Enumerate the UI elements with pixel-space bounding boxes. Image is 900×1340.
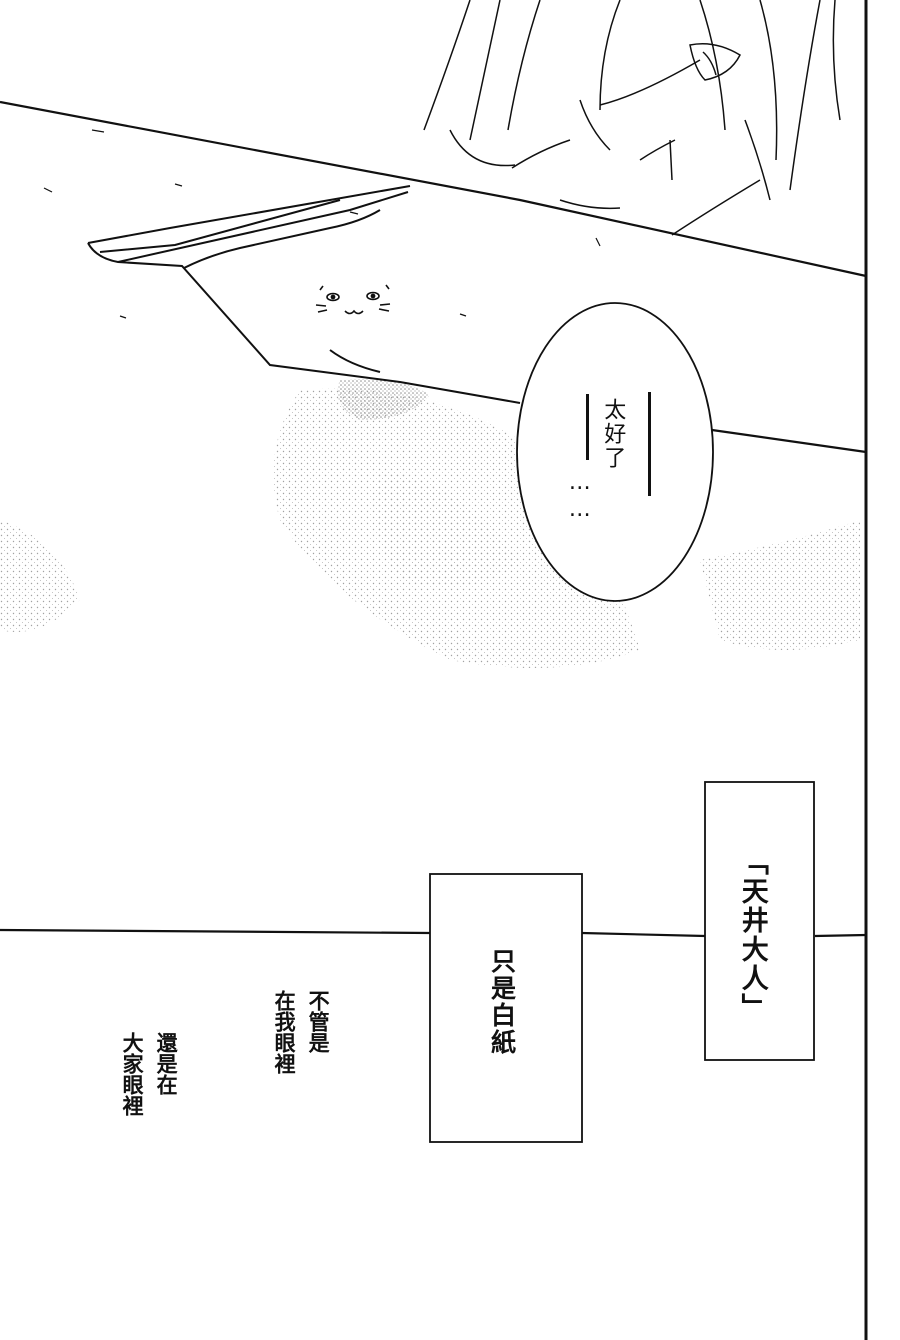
- caption-boxes: [429, 781, 815, 1143]
- texture-marks: [43, 129, 601, 319]
- bubble-ellipsis: ……: [567, 470, 593, 524]
- narration-line-3: 還是在: [154, 1032, 179, 1095]
- caption-right-text: 「天井大人」: [736, 848, 768, 1022]
- paper-sheet: [87, 185, 521, 404]
- floor-shading: [0, 379, 860, 668]
- bubble-line-1: 太好了: [600, 398, 626, 470]
- speech-bubble: [516, 302, 714, 602]
- narration-line-4: 大家眼裡: [120, 1032, 145, 1116]
- caption-left-text: 只是白紙: [487, 948, 517, 1056]
- narration-line-1: 不管是: [306, 990, 331, 1053]
- table-edge-lines: [0, 100, 867, 938]
- cat-doodle: [315, 284, 391, 315]
- emphasis-dash: [586, 394, 589, 460]
- emphasis-dash: [648, 392, 651, 496]
- speech-bubble-text: 太好了: [600, 398, 626, 470]
- boy-sketch: [423, 0, 841, 236]
- bubble-line-2: ……: [567, 470, 593, 524]
- narration-line-2: 在我眼裡: [272, 990, 297, 1074]
